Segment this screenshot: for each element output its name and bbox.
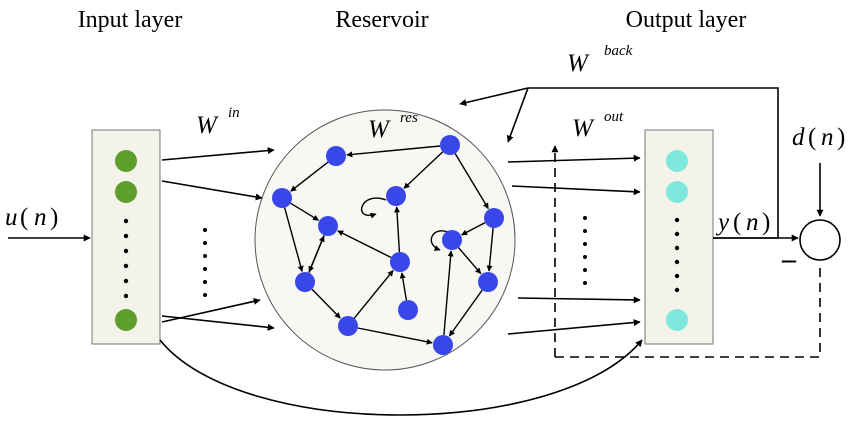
reservoir-node bbox=[398, 300, 418, 320]
output-node bbox=[666, 309, 688, 331]
reservoir-self-loop bbox=[430, 230, 449, 251]
direct-input-output-connection bbox=[159, 339, 643, 416]
w-in-superscript: in bbox=[228, 105, 240, 121]
d-n-label: d ( n ) bbox=[792, 124, 845, 151]
d-arg: n bbox=[821, 124, 834, 151]
u-n-label: u ( n ) bbox=[5, 204, 58, 231]
y-arg: n bbox=[746, 209, 759, 236]
reservoir-edge bbox=[308, 235, 325, 273]
input-layer-title: Input layer bbox=[78, 7, 183, 33]
reservoir-edge bbox=[448, 289, 483, 337]
output-weights bbox=[507, 154, 641, 335]
input-weights bbox=[161, 147, 275, 331]
y-close-paren: ) bbox=[762, 209, 770, 236]
reservoir-edge bbox=[357, 327, 433, 345]
reservoir-edge bbox=[454, 153, 489, 210]
reservoir-edge bbox=[399, 272, 408, 301]
reservoir-edge bbox=[290, 202, 320, 221]
u-arg: n bbox=[34, 204, 47, 231]
d-open-paren: ( bbox=[808, 124, 816, 151]
reservoir-node bbox=[390, 252, 410, 272]
output-node bbox=[666, 150, 688, 172]
w-back-label: W back bbox=[567, 43, 633, 77]
reservoir-edge bbox=[346, 145, 441, 158]
u-close-paren: ) bbox=[50, 204, 58, 231]
input-ellipsis bbox=[123, 218, 129, 299]
reservoir-node bbox=[295, 272, 315, 292]
reservoir-self-loop bbox=[360, 197, 387, 219]
output-layer-title: Output layer bbox=[626, 7, 747, 33]
d-symbol: d bbox=[792, 124, 805, 151]
reservoir-edge bbox=[290, 161, 329, 192]
reservoir-edge bbox=[353, 270, 394, 319]
reservoir-edge bbox=[337, 230, 392, 259]
error-summing-junction bbox=[799, 219, 841, 261]
w-out-superscript: out bbox=[604, 109, 624, 125]
reservoir-node bbox=[484, 208, 504, 228]
reservoir-edge bbox=[283, 207, 304, 272]
reservoir-node bbox=[386, 186, 406, 206]
reservoir-node bbox=[326, 146, 346, 166]
w-out-label: W out bbox=[572, 109, 624, 142]
y-open-paren: ( bbox=[733, 209, 741, 236]
w-res-symbol: W bbox=[368, 116, 391, 143]
reservoir-node bbox=[338, 316, 358, 336]
training-path bbox=[551, 145, 821, 358]
d-close-paren: ) bbox=[837, 124, 845, 151]
w-res-label: W res bbox=[368, 110, 418, 143]
reservoir-title: Reservoir bbox=[335, 7, 428, 33]
input-connection-ellipsis bbox=[203, 228, 207, 297]
reservoir-edge bbox=[443, 250, 454, 336]
reservoir-node bbox=[440, 135, 460, 155]
reservoir-edge bbox=[457, 247, 482, 275]
w-out-symbol: W bbox=[572, 115, 595, 142]
y-n-label: y ( n ) bbox=[715, 209, 770, 236]
reservoir-edge bbox=[394, 206, 401, 253]
input-node bbox=[115, 181, 137, 203]
w-back-superscript: back bbox=[604, 43, 633, 59]
reservoir-node bbox=[478, 272, 498, 292]
output-node bbox=[666, 181, 688, 203]
reservoir-edge bbox=[403, 151, 444, 189]
reservoir-nodes bbox=[272, 135, 504, 355]
minus-sign: – bbox=[781, 244, 797, 275]
reservoir-node bbox=[318, 216, 338, 236]
w-in-symbol: W bbox=[196, 112, 219, 139]
u-symbol: u bbox=[5, 204, 18, 231]
reservoir-node bbox=[272, 188, 292, 208]
reservoir-node bbox=[442, 230, 462, 250]
reservoir-edge bbox=[461, 221, 486, 236]
reservoir-boundary bbox=[254, 109, 516, 371]
reservoir-edge bbox=[486, 227, 494, 272]
reservoir-connections bbox=[283, 145, 494, 345]
w-res-superscript: res bbox=[400, 110, 418, 126]
input-node bbox=[115, 309, 137, 331]
output-connection-ellipsis bbox=[583, 216, 587, 285]
w-in-label: W in bbox=[196, 105, 240, 139]
w-back-symbol: W bbox=[567, 50, 590, 77]
y-symbol: y bbox=[715, 209, 730, 236]
reservoir-node bbox=[433, 335, 453, 355]
u-open-paren: ( bbox=[20, 204, 28, 231]
output-ellipsis bbox=[674, 217, 680, 293]
reservoir-edge bbox=[311, 288, 341, 319]
input-node bbox=[115, 150, 137, 172]
